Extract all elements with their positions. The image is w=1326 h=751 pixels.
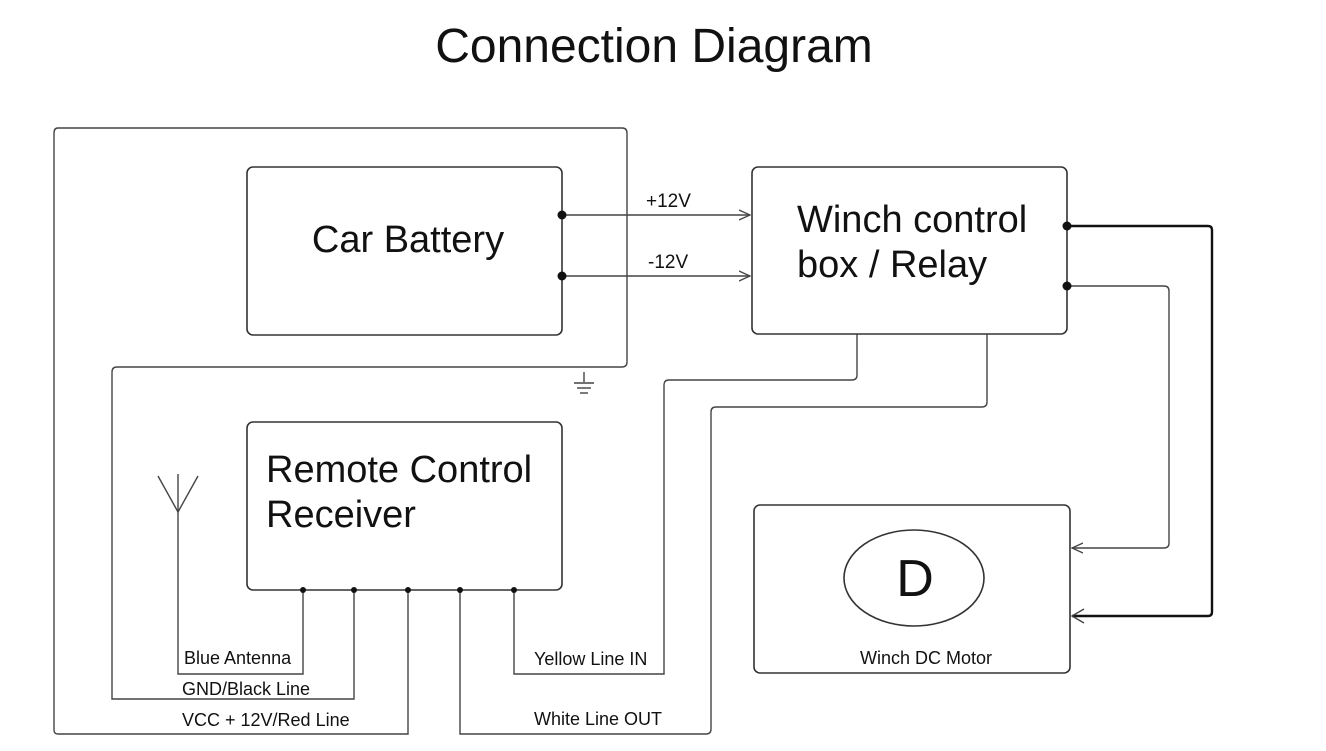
negative-voltage-label: -12V bbox=[648, 252, 688, 273]
motor-symbol-circle bbox=[843, 529, 985, 627]
winch-relay-label-line1: Winch control bbox=[797, 199, 1027, 241]
winch-relay-box bbox=[751, 166, 1068, 335]
diagram-title: Connection Diagram bbox=[435, 20, 873, 73]
antenna-wire-label: Blue Antenna bbox=[184, 648, 292, 668]
receiver-pin-gnd bbox=[351, 587, 357, 593]
receiver-pin-vcc bbox=[405, 587, 411, 593]
relay-terminal-1 bbox=[1062, 221, 1072, 231]
white-wire bbox=[459, 334, 988, 735]
receiver-pin-antenna bbox=[300, 587, 306, 593]
receiver-pin-white bbox=[457, 587, 463, 593]
yellow-wire bbox=[513, 334, 858, 675]
vcc-wire-label: VCC + 12V/Red Line bbox=[182, 710, 350, 730]
battery-positive-terminal bbox=[557, 210, 567, 220]
car-battery-label: Car Battery bbox=[312, 219, 504, 261]
relay-terminal-2 bbox=[1062, 281, 1072, 291]
car-battery-box bbox=[246, 166, 563, 336]
ground-symbol bbox=[574, 372, 594, 394]
motor-wire-thick bbox=[1067, 224, 1214, 618]
gnd-wire-label: GND/Black Line bbox=[182, 679, 310, 699]
antenna-wire bbox=[177, 512, 304, 675]
motor-wire-return bbox=[1067, 285, 1170, 548]
motor-arrow bbox=[1070, 608, 1085, 624]
receiver-pin-yellow bbox=[511, 587, 517, 593]
motor-symbol: D bbox=[896, 550, 934, 608]
positive-voltage-label: +12V bbox=[646, 191, 691, 212]
receiver-label-line2: Receiver bbox=[266, 494, 416, 536]
winch-relay-label-line2: box / Relay bbox=[797, 244, 987, 286]
white-wire-label: White Line OUT bbox=[534, 709, 662, 729]
antenna-icon bbox=[157, 474, 199, 513]
battery-negative-terminal bbox=[557, 271, 567, 281]
vcc-wire bbox=[53, 127, 628, 735]
winch-motor-label: Winch DC Motor bbox=[860, 648, 992, 668]
yellow-wire-label: Yellow Line IN bbox=[534, 649, 647, 669]
receiver-label-line1: Remote Control bbox=[266, 449, 532, 491]
receiver-box bbox=[246, 421, 563, 591]
